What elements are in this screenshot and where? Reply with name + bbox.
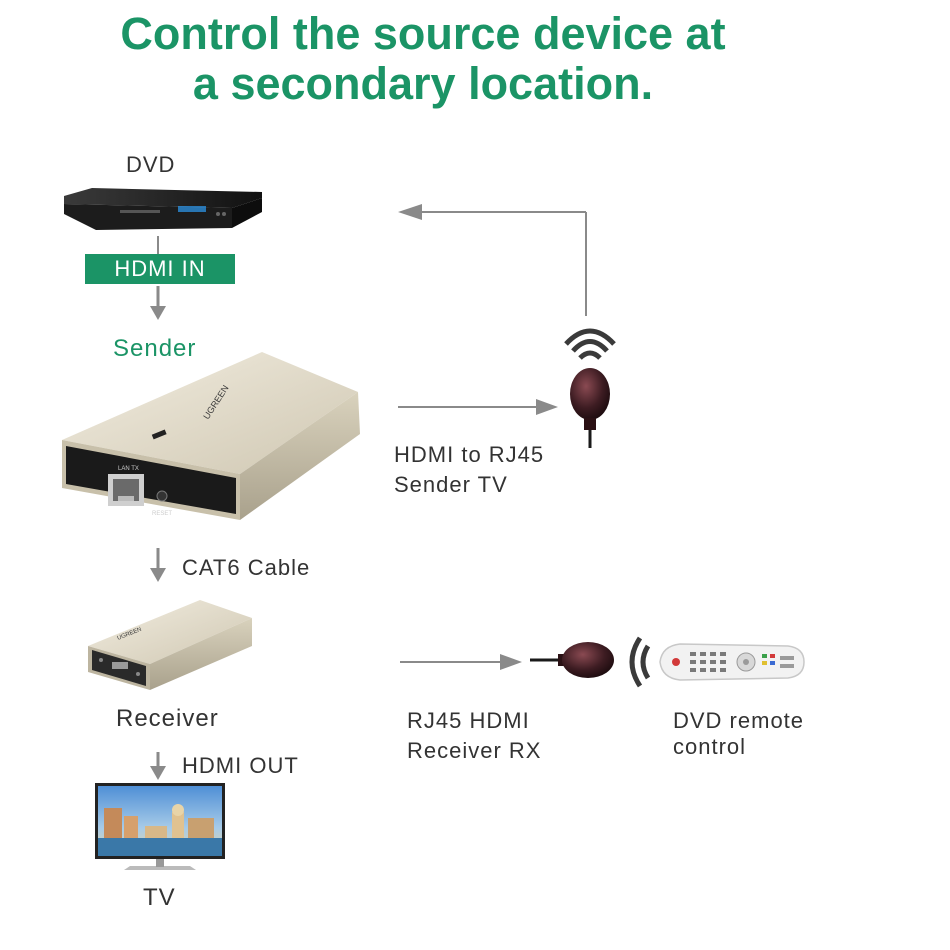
receiver-rx-label-line-1: RJ45 HDMI [407, 708, 530, 733]
title-line-1: Control the source device at [120, 8, 726, 59]
sender-box-icon: LAN TX RESET UGREEN [62, 352, 360, 520]
ir-emitter-icon [570, 368, 610, 448]
lan-tx-text: LAN TX [118, 466, 139, 472]
title-line-2: a secondary location. [192, 58, 654, 109]
remote-signal-icon [629, 636, 651, 688]
tv-icon [95, 783, 225, 870]
remote-label-line-1: DVD remote [673, 708, 805, 733]
sender-tv-label-line-2: Sender TV [394, 472, 508, 497]
dvd-player-icon [64, 188, 262, 230]
ir-receiver-icon [530, 642, 614, 678]
receiver-label: Receiver [116, 705, 219, 732]
sender-label: Sender [113, 335, 197, 362]
wifi-signal-icon [564, 328, 616, 360]
receiver-box-icon: UGREEN [88, 600, 252, 690]
tv-label: TV [143, 884, 176, 911]
remote-control-icon [659, 643, 805, 681]
receiver-rx-label-line-2: Receiver RX [407, 738, 542, 763]
hdmi-out-label: HDMI OUT [182, 753, 299, 778]
sender-tv-label-line-1: HDMI to RJ45 [394, 442, 545, 467]
remote-label-line-2: control [673, 734, 747, 759]
reset-text: RESET [152, 511, 172, 517]
dvd-label: DVD [126, 152, 176, 177]
cat6-cable-label: CAT6 Cable [182, 555, 311, 580]
hdmi-in-label: HDMI IN [85, 254, 235, 284]
